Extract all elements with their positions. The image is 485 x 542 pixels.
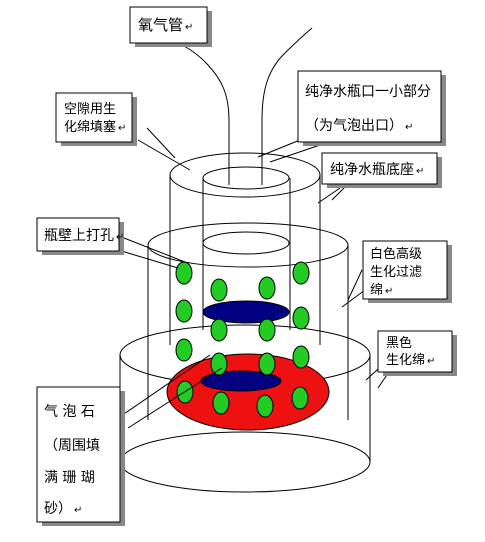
hole bbox=[292, 306, 310, 330]
black-sponge-label-1: 黑色 bbox=[386, 335, 412, 351]
inner-bottle-mid bbox=[202, 231, 290, 255]
hole bbox=[291, 386, 309, 410]
wall-holes-label: 瓶壁上打孔↵ bbox=[44, 227, 124, 244]
wall-holes bbox=[175, 261, 310, 418]
hole bbox=[258, 276, 276, 300]
inner-bottle bbox=[202, 178, 291, 330]
hole bbox=[210, 278, 228, 302]
upper-blue-disc bbox=[202, 300, 290, 324]
middle-cylinder bbox=[147, 245, 349, 420]
upper-bottle-top bbox=[169, 152, 321, 198]
gap-filler-label-1: 空隙用生 bbox=[64, 102, 116, 117]
bottom-cylinder-base bbox=[119, 431, 371, 493]
upper-bottle bbox=[169, 175, 321, 345]
airstone-label-4: 砂）↵ bbox=[44, 501, 82, 517]
hole bbox=[292, 345, 310, 369]
black-sponge-ring bbox=[166, 353, 330, 431]
black-sponge-label-2: 生化绵↵ bbox=[386, 353, 435, 368]
airstone-label-1: 气 泡 石 bbox=[44, 404, 95, 420]
hole bbox=[256, 394, 274, 418]
middle-cylinder-top bbox=[147, 222, 349, 268]
gap-filler-label-2: 化绵填塞↵ bbox=[64, 119, 126, 135]
airstone-label-2: （周围填 bbox=[44, 438, 100, 454]
hole bbox=[258, 318, 276, 342]
bottle-mouth-label-2: （为气泡出口）↵ bbox=[305, 118, 413, 134]
hole bbox=[175, 299, 193, 323]
hole bbox=[292, 261, 310, 285]
white-sponge-label-1: 白色高级 bbox=[370, 246, 422, 262]
hole bbox=[210, 318, 228, 342]
bottle-base-label: 纯净水瓶底座↵ bbox=[330, 162, 424, 178]
hole bbox=[175, 261, 193, 285]
callout-boxes bbox=[36, 6, 457, 526]
bottle-mouth-label-1: 纯净水瓶口一小部分 bbox=[305, 84, 431, 100]
white-sponge-label-2: 生化过滤 bbox=[370, 265, 422, 280]
hole bbox=[210, 352, 228, 376]
hole bbox=[258, 352, 276, 376]
oxygen-tube-label: 氧气管↵ bbox=[138, 16, 193, 34]
airstone-label-3: 满 珊 瑚 bbox=[44, 470, 95, 486]
hole bbox=[212, 391, 230, 415]
hole bbox=[175, 338, 193, 362]
inner-bottle-top bbox=[202, 166, 290, 190]
white-sponge-label-3: 绵↵ bbox=[370, 283, 393, 298]
callout-texts: 氧气管↵ 空隙用生 化绵填塞↵ 纯净水瓶口一小部分 （为气泡出口）↵ 纯净水瓶底… bbox=[44, 16, 435, 517]
